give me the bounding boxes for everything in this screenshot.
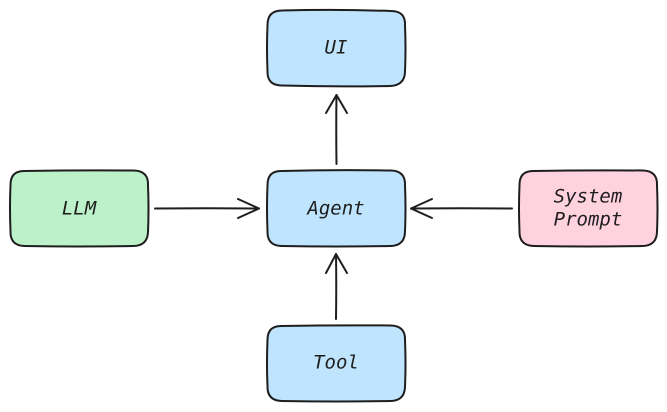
node-agent-label: Agent <box>306 198 364 220</box>
arrow-tool-to-agent-head <box>325 253 348 274</box>
node-ui-label: UI <box>325 37 348 59</box>
node-llm-box <box>9 169 150 248</box>
node-system-prompt-label-line2: Prompt <box>554 209 623 231</box>
node-llm[interactable]: LLM <box>9 169 150 248</box>
node-system-prompt[interactable]: System Prompt <box>518 169 659 248</box>
arrow-tool-to-agent <box>325 253 348 320</box>
node-ui[interactable]: UI <box>266 8 407 88</box>
node-system-prompt-label-line1: System <box>554 186 623 208</box>
node-agent[interactable]: Agent <box>266 169 407 248</box>
node-tool-label: Tool <box>313 352 359 374</box>
node-tool[interactable]: Tool <box>266 324 407 403</box>
arrow-llm-to-agent <box>154 198 260 219</box>
arrow-agent-to-ui-head <box>325 94 348 114</box>
arrow-system-prompt-to-agent <box>410 198 513 219</box>
arrow-llm-to-agent-head <box>237 198 260 219</box>
node-agent-box <box>266 169 407 248</box>
arrow-system-prompt-to-agent-head <box>410 198 433 219</box>
node-tool-box <box>266 324 407 403</box>
node-ui-box <box>266 8 407 88</box>
node-llm-label: LLM <box>62 198 97 220</box>
node-system-prompt-box <box>518 169 659 248</box>
arrow-agent-to-ui <box>325 94 348 165</box>
